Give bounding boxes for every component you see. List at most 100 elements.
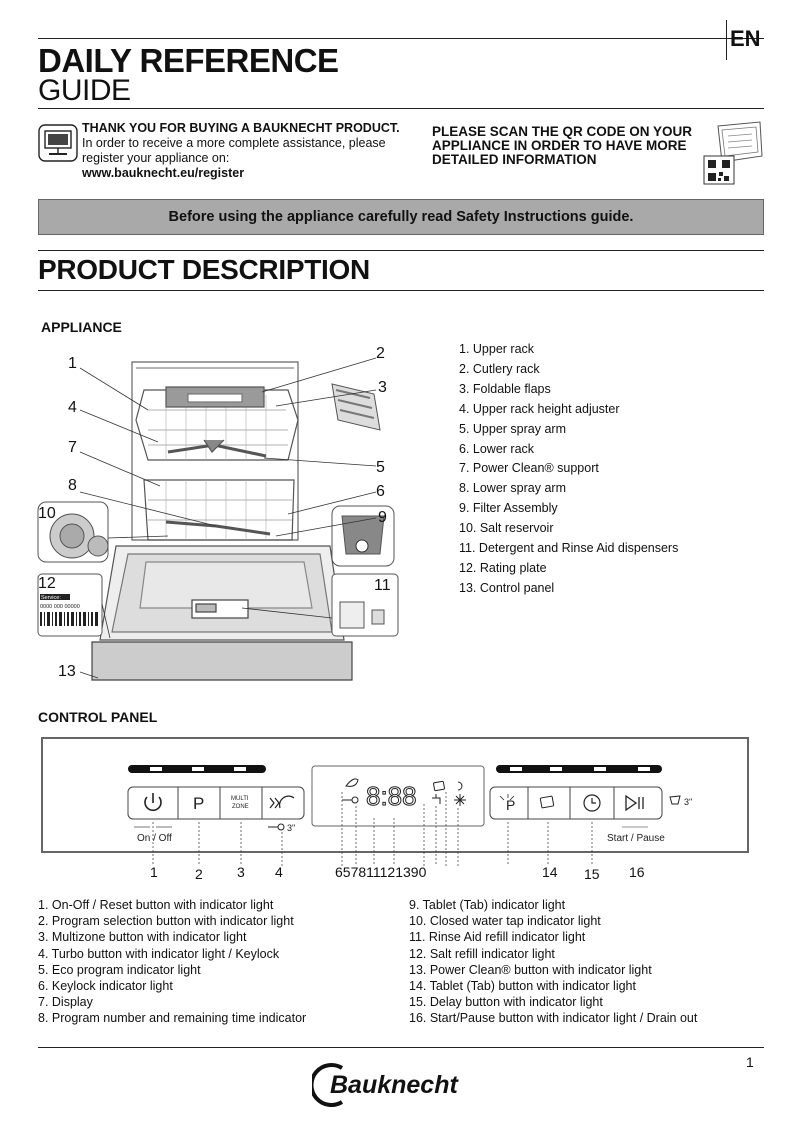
legend-item: 1. Upper rack bbox=[459, 342, 535, 356]
cp-legend-item: 16. Start/Pause button with indicator li… bbox=[409, 1011, 698, 1026]
control-legend-left: 1. On-Off / Reset button with indicator … bbox=[38, 897, 306, 1027]
rating-plate-number: 0000 000 00000 bbox=[40, 604, 80, 610]
cp-callout-1: 1 bbox=[150, 864, 158, 880]
callout-13: 13 bbox=[58, 663, 76, 680]
legend-item: 2. Cutlery rack bbox=[459, 361, 540, 376]
cp-callout-15: 15 bbox=[584, 866, 600, 882]
legend-item: 3. Foldable flaps bbox=[459, 381, 551, 396]
control-panel-title: CONTROL PANEL bbox=[38, 709, 158, 725]
monitor-icon bbox=[38, 124, 78, 162]
left-button-group bbox=[127, 786, 305, 820]
cp-legend-item: 7. Display bbox=[38, 995, 93, 1010]
tab-indicator-icon bbox=[433, 780, 445, 792]
cp-legend-item: 5. Eco program indicator light bbox=[38, 962, 201, 977]
water-tap-icon bbox=[432, 794, 441, 804]
legend-item: 10. Salt reservoir bbox=[459, 521, 554, 536]
callout-8: 8 bbox=[68, 477, 77, 494]
salt-indicator-icon bbox=[457, 781, 463, 791]
legend-item: 7. Power Clean® support bbox=[459, 461, 599, 476]
keylock-small-icon bbox=[268, 823, 285, 831]
tab-lock-icon bbox=[669, 795, 681, 805]
keylock-indicator-icon bbox=[342, 796, 359, 804]
register-url[interactable]: www.bauknecht.eu/register bbox=[82, 166, 245, 180]
cp-legend-item: 8. Program number and remaining time ind… bbox=[38, 1011, 307, 1026]
section-rule bbox=[38, 250, 764, 251]
control-panel-diagram: P MULTI ZONE 3" On / Off 8:88 P bbox=[41, 737, 749, 866]
safety-banner: Before using the appliance carefully rea… bbox=[38, 199, 764, 235]
cp-legend-item: 9. Tablet (Tab) indicator light bbox=[409, 898, 566, 912]
cp-legend-item: 15. Delay button with indicator light bbox=[409, 995, 603, 1010]
rinse-aid-icon bbox=[454, 794, 466, 806]
top-rule bbox=[38, 38, 764, 39]
cp-legend-item: 1. On-Off / Reset button with indicator … bbox=[38, 898, 274, 912]
start-pause-label: Start / Pause bbox=[607, 833, 665, 844]
power-clean-icon[interactable]: P bbox=[499, 794, 515, 813]
callout-1: 1 bbox=[68, 355, 77, 372]
legend-item: 6. Lower rack bbox=[459, 441, 535, 456]
cp-legend-item: 6. Keylock indicator light bbox=[38, 979, 173, 994]
cp-legend-item: 13. Power Clean® button with indicator l… bbox=[409, 962, 652, 977]
on-off-label: On / Off bbox=[137, 833, 172, 844]
power-icon[interactable] bbox=[144, 793, 162, 812]
multizone-label-2: ZONE bbox=[232, 804, 249, 810]
callout-2: 2 bbox=[376, 345, 385, 362]
cp-legend-item: 3. Multizone button with indicator light bbox=[38, 930, 247, 945]
appliance-legend: 1. Upper rack 2. Cutlery rack 3. Foldabl… bbox=[459, 340, 678, 599]
legend-item: 11. Detergent and Rinse Aid dispensers bbox=[459, 541, 679, 556]
cp-callout-14: 14 bbox=[542, 864, 558, 880]
right-button-group bbox=[489, 786, 663, 820]
callout-10: 10 bbox=[38, 505, 56, 522]
cp-legend-item: 4. Turbo button with indicator light / K… bbox=[38, 946, 280, 961]
start-pause-icon[interactable] bbox=[625, 794, 644, 812]
title-line1: DAILY REFERENCE bbox=[38, 42, 339, 79]
control-legend-right: 9. Tablet (Tab) indicator light 10. Clos… bbox=[409, 897, 697, 1027]
section-rule-2 bbox=[38, 290, 764, 291]
cp-legend-item: 10. Closed water tap indicator light bbox=[409, 914, 601, 929]
multizone-label-1: MULTI bbox=[231, 796, 249, 802]
legend-item: 5. Upper spray arm bbox=[459, 421, 566, 436]
title-line2: GUIDE bbox=[38, 74, 131, 107]
cp-legend-item: 12. Salt refill indicator light bbox=[409, 946, 555, 961]
intro-text: THANK YOU FOR BUYING A BAUKNECHT PRODUCT… bbox=[82, 121, 412, 181]
legend-item: 12. Rating plate bbox=[459, 560, 547, 575]
header-rule bbox=[38, 108, 764, 109]
product-description-title: PRODUCT DESCRIPTION bbox=[38, 254, 370, 285]
callout-7: 7 bbox=[68, 439, 77, 456]
callout-4: 4 bbox=[68, 399, 77, 416]
display-digits: 8:88 bbox=[366, 781, 417, 811]
bauknecht-logo: Bauknecht bbox=[312, 1063, 459, 1107]
lang-divider bbox=[726, 20, 727, 60]
cp-callout-3: 3 bbox=[237, 864, 245, 880]
callout-9: 9 bbox=[378, 509, 387, 526]
language-code: EN bbox=[730, 26, 761, 51]
appliance-title: APPLIANCE bbox=[41, 319, 122, 335]
legend-item: 13. Control panel bbox=[459, 580, 555, 595]
register-text: In order to receive a more complete assi… bbox=[82, 136, 386, 165]
cp-callout-16: 16 bbox=[629, 864, 645, 880]
cp-callout-mid: 657811121390 bbox=[335, 864, 427, 880]
delay-clock-icon[interactable] bbox=[583, 794, 601, 812]
cp-legend-item: 14. Tablet (Tab) button with indicator l… bbox=[409, 979, 636, 994]
legend-item: 4. Upper rack height adjuster bbox=[459, 401, 620, 416]
scan-qr-text: PLEASE SCAN THE QR CODE ON YOUR APPLIANC… bbox=[432, 124, 693, 167]
appliance-diagram: Service: 0000 000 00000 1 2 3 4 5 7 bbox=[37, 345, 399, 681]
cp-callout-2: 2 bbox=[195, 866, 203, 882]
page-number: 1 bbox=[746, 1054, 754, 1070]
turbo-icon[interactable] bbox=[269, 795, 295, 809]
tab-time: 3" bbox=[684, 797, 692, 807]
callout-6: 6 bbox=[376, 483, 385, 500]
tablet-icon[interactable] bbox=[539, 795, 555, 809]
svg-text:Bauknecht: Bauknecht bbox=[330, 1071, 459, 1099]
legend-item: 9. Filter Assembly bbox=[459, 501, 558, 516]
eco-leaf-icon bbox=[345, 778, 359, 787]
callout-5: 5 bbox=[376, 459, 385, 476]
thank-you-text: THANK YOU FOR BUYING A BAUKNECHT PRODUCT… bbox=[82, 121, 400, 135]
program-p-icon[interactable]: P bbox=[193, 794, 204, 813]
keylock-time: 3" bbox=[287, 823, 295, 833]
cp-legend-item: 11. Rinse Aid refill indicator light bbox=[409, 930, 586, 945]
svg-text:P: P bbox=[506, 797, 515, 813]
footer-rule bbox=[38, 1047, 764, 1048]
callout-12: 12 bbox=[38, 575, 56, 592]
rating-plate-service: Service: bbox=[41, 595, 61, 601]
cp-callout-4: 4 bbox=[275, 864, 283, 880]
